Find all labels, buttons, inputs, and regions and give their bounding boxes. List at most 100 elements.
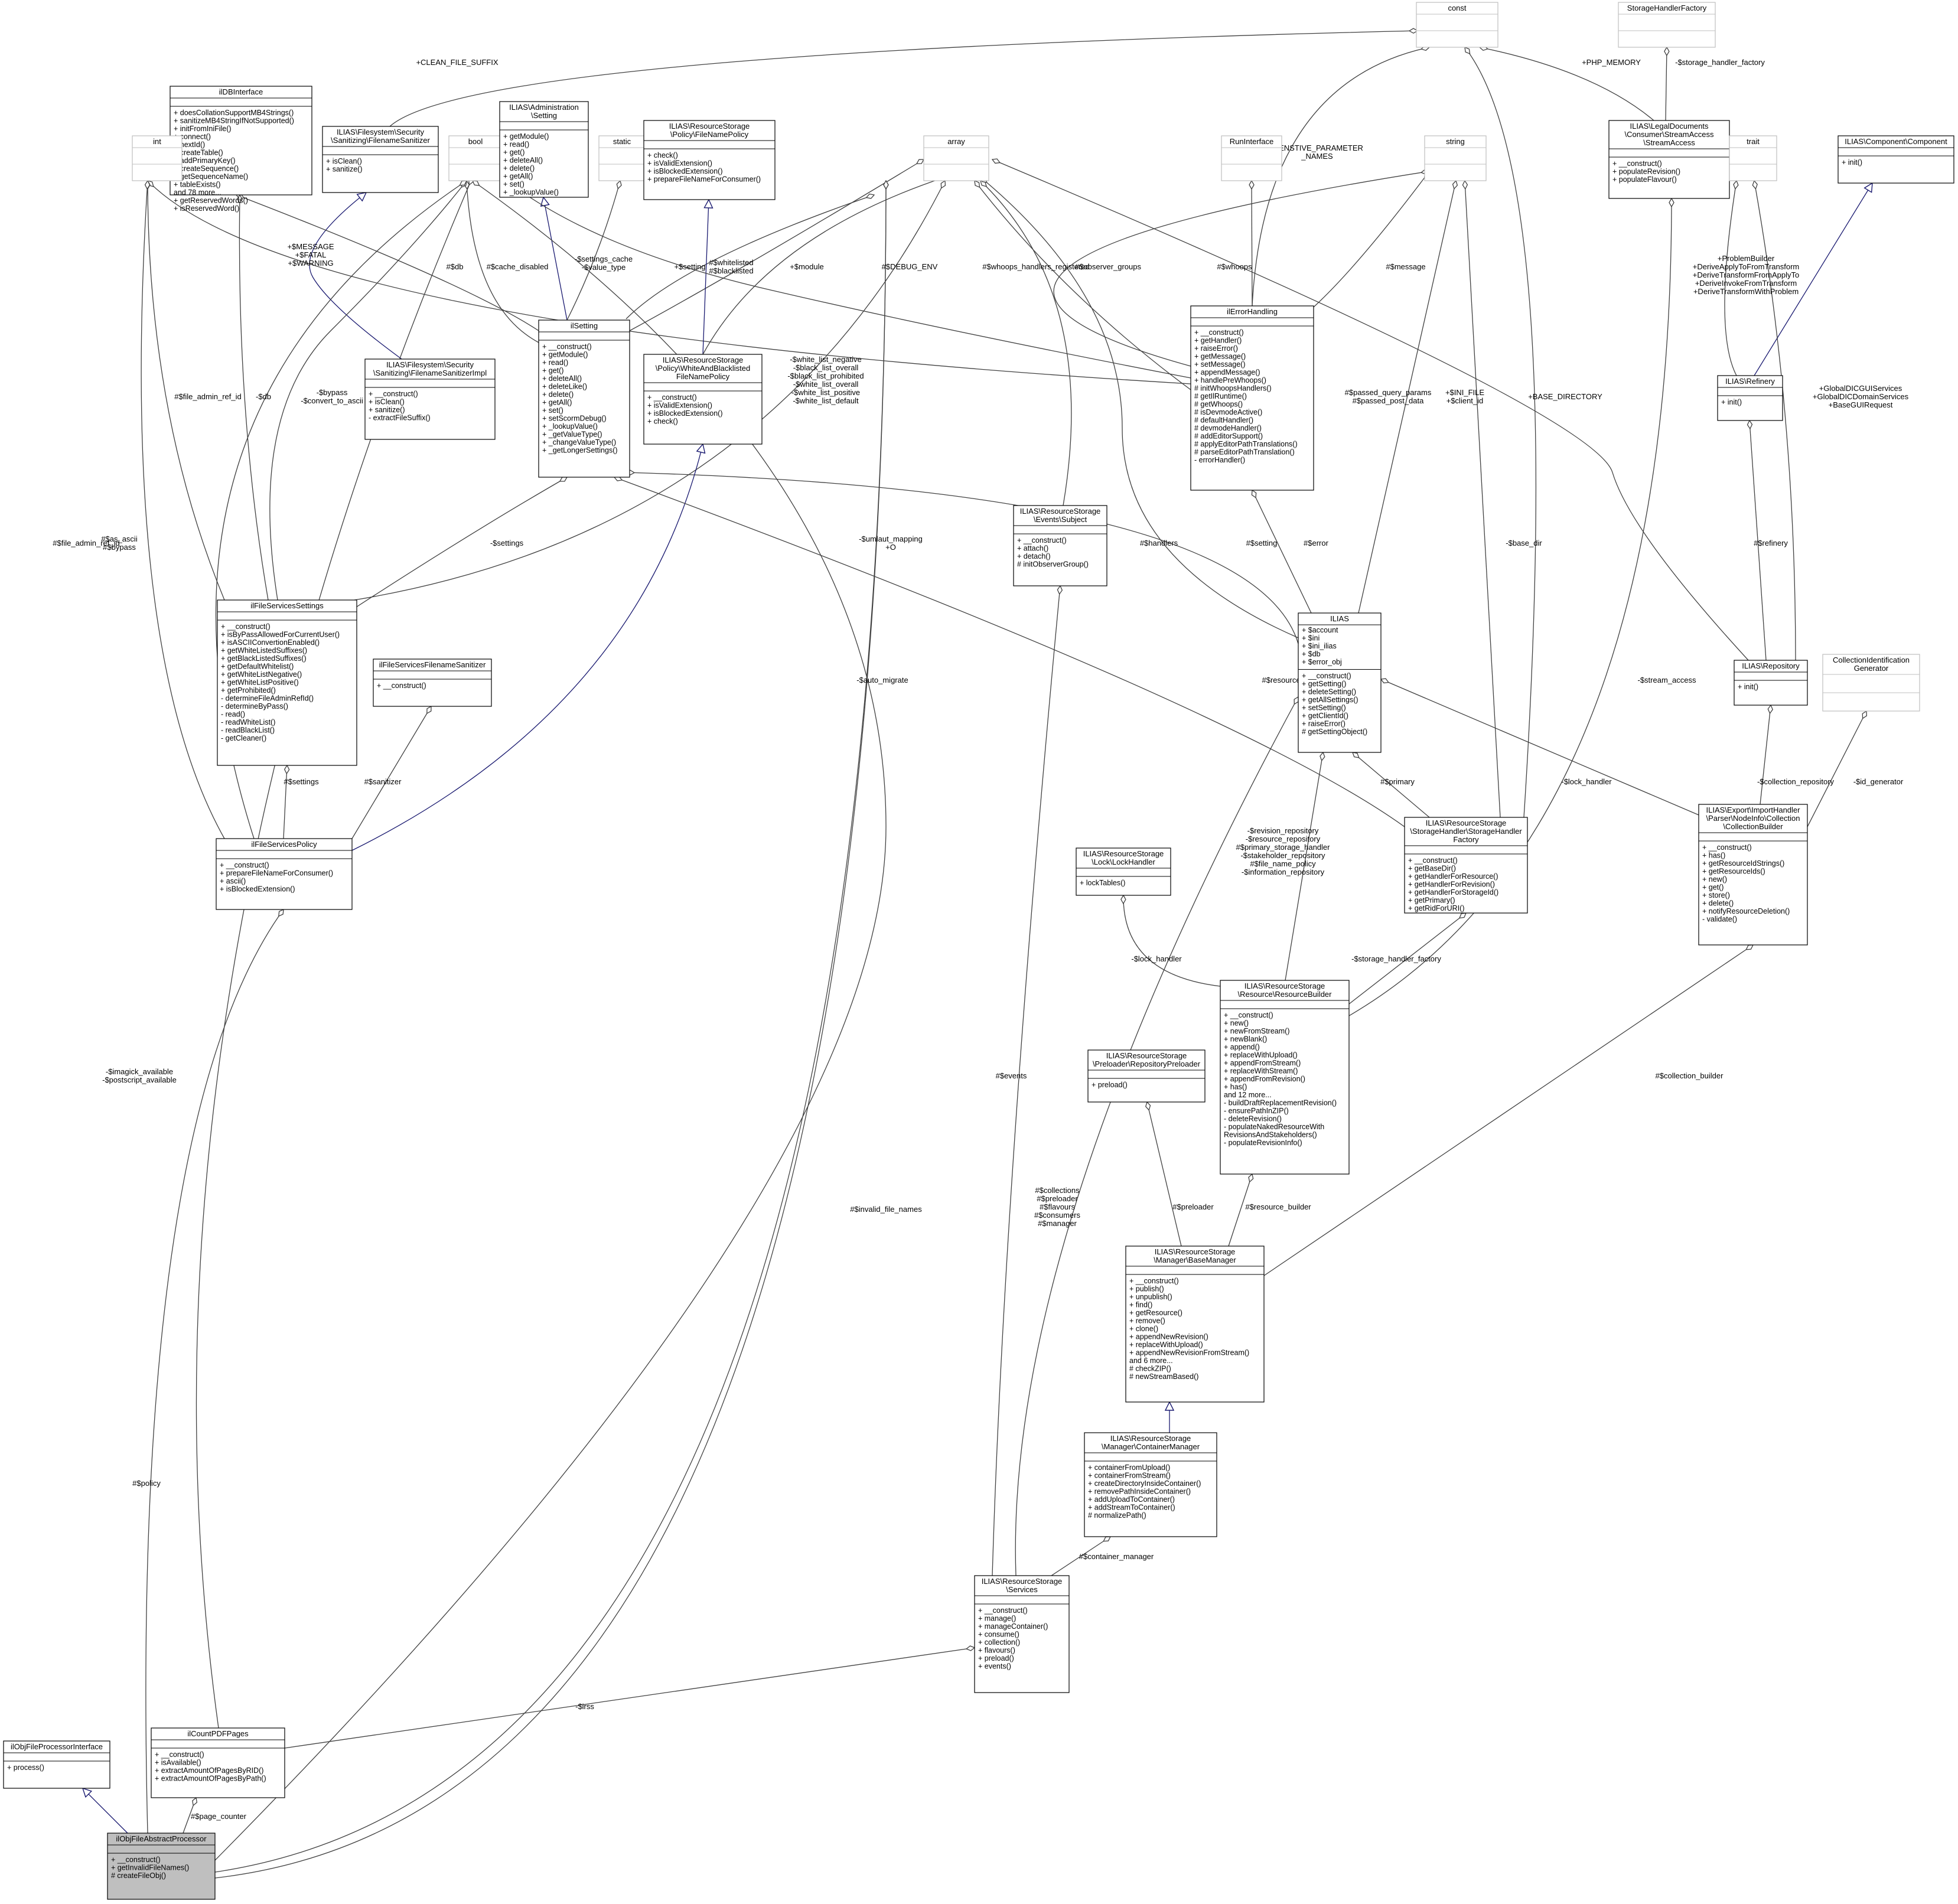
- class-box-const[interactable]: const: [1416, 2, 1498, 48]
- class-box-StreamAccess[interactable]: ILIAS\LegalDocuments\Consumer\StreamAcce…: [1608, 120, 1730, 199]
- association-ilSetting-bool: [467, 181, 539, 343]
- class-box-CollectionBuilder[interactable]: ILIAS\Export\ImportHandler\Parser\NodeIn…: [1698, 804, 1808, 946]
- class-box-RunInterface[interactable]: RunInterface: [1221, 135, 1282, 181]
- method: # getIlRuntime(): [1194, 392, 1247, 400]
- method: + getSequenceName(): [174, 172, 248, 181]
- class-box-ilDBInterface[interactable]: ilDBInterface+ doesCollationSupportMB4St…: [170, 86, 312, 213]
- method: + getHandlerForStorageId(): [1408, 888, 1498, 896]
- method: # getWhoops(): [1194, 400, 1243, 409]
- class-box-trait[interactable]: trait: [1729, 135, 1777, 181]
- class-box-ContainerManager[interactable]: ILIAS\ResourceStorage\Manager\ContainerM…: [1084, 1432, 1217, 1537]
- relation-label: #$db: [447, 262, 464, 271]
- relation-label: -$collection_repository: [1757, 777, 1835, 786]
- class-box-array[interactable]: array: [923, 135, 989, 181]
- class-name: ilErrorHandling: [1227, 307, 1278, 316]
- method: + deleteSetting(): [1302, 688, 1356, 696]
- class-name: ilFileServicesPolicy: [251, 840, 317, 849]
- method: + handlePreWhoops(): [1194, 376, 1266, 384]
- class-box-AdminSetting[interactable]: ILIAS\Administration\Setting+ getModule(…: [499, 101, 589, 198]
- class-box-ilErrorHandling[interactable]: ilErrorHandling+ __construct()+ getHandl…: [1190, 305, 1314, 491]
- relation-label: #$whitelisted#$blacklisted: [709, 258, 753, 275]
- method: + new(): [1702, 875, 1727, 883]
- class-box-EventsSubject[interactable]: ILIAS\ResourceStorage\Events\Subject+ __…: [1013, 505, 1107, 586]
- class-name: \Events\Subject: [1034, 515, 1087, 524]
- class-box-ilSetting[interactable]: ilSetting+ __construct()+ getModule()+ r…: [538, 319, 630, 478]
- class-box-bool[interactable]: bool: [448, 135, 503, 181]
- association-ResourceBuilder-LockHandler: [1123, 895, 1221, 987]
- association-ilFileServicesSettings-bool: [269, 181, 467, 601]
- relation-label: #$settings: [284, 777, 319, 786]
- relation-label: -$lock_handler: [1131, 954, 1182, 963]
- method: + init(): [1842, 158, 1862, 167]
- class-box-BaseManager[interactable]: ILIAS\ResourceStorage\Manager\BaseManage…: [1125, 1246, 1265, 1403]
- class-box-StorageHandlerFactoryRS[interactable]: ILIAS\ResourceStorage\StorageHandler\Sto…: [1404, 817, 1528, 914]
- class-name: ilObjFileAbstractProcessor: [116, 1834, 207, 1843]
- class-name: \Setting: [531, 111, 557, 120]
- method: + getClientId(): [1302, 712, 1348, 720]
- class-box-LockHandler[interactable]: ILIAS\ResourceStorage\Lock\LockHandler+ …: [1076, 847, 1171, 896]
- class-box-Repository[interactable]: ILIAS\Repository+ init(): [1734, 660, 1808, 706]
- class-box-ILIAS[interactable]: ILIAS+ $account+ $ini+ $ini_ilias+ $db+ …: [1298, 612, 1382, 753]
- attribute: + $error_obj: [1302, 658, 1342, 666]
- method: + __construct(): [1612, 159, 1662, 168]
- class-box-ilFileServicesPolicy[interactable]: ilFileServicesPolicy+ __construct()+ pre…: [216, 838, 353, 910]
- association-Repository-array: [992, 159, 1749, 661]
- class-box-ilFileServicesSettings[interactable]: ilFileServicesSettings+ __construct()+ i…: [217, 599, 357, 766]
- inheritance-ilObjFileAbstractProcessor-ilObjFileProcessorInterface: [83, 1788, 128, 1834]
- class-box-WhiteAndBlacklisted[interactable]: ILIAS\ResourceStorage\Policy\WhiteAndBla…: [643, 354, 763, 445]
- method: # initObserverGroup(): [1017, 560, 1089, 569]
- inheritance-ilFileServicesPolicy-WhiteAndBlacklisted: [351, 444, 703, 851]
- method: + containerFromStream(): [1088, 1472, 1171, 1480]
- method: + getBaseDir(): [1408, 865, 1456, 873]
- method: + getRidForURI(): [1408, 904, 1465, 912]
- class-box-FilenameSanitizerImpl[interactable]: ILIAS\Filesystem\Security\Sanitizing\Fil…: [364, 358, 496, 440]
- method: + extractAmountOfPagesByRID(): [155, 1766, 263, 1775]
- relation-label: #$policy: [132, 1479, 161, 1488]
- class-name: bool: [468, 137, 483, 146]
- method: + getHandlerForRevision(): [1408, 881, 1495, 889]
- class-box-Component[interactable]: ILIAS\Component\Component+ init(): [1838, 135, 1954, 184]
- class-box-StorageHandlerFactory[interactable]: StorageHandlerFactory: [1618, 2, 1716, 48]
- class-box-string[interactable]: string: [1424, 135, 1487, 181]
- association-ILIAS-string: [1358, 181, 1456, 614]
- relation-label: #$passed_query_params#$passed_post_data: [1345, 388, 1432, 405]
- class-box-FileNamePolicy[interactable]: ILIAS\ResourceStorage\Policy\FileNamePol…: [643, 120, 776, 200]
- class-box-int[interactable]: int: [132, 135, 183, 181]
- class-box-ilObjFileProcessorInterface[interactable]: ilObjFileProcessorInterface+ process(): [3, 1740, 110, 1789]
- relation-label: #$resource_builder: [1245, 1202, 1311, 1211]
- class-box-FilenameSanitizer[interactable]: ILIAS\Filesystem\Security\Sanitizing\Fil…: [322, 126, 439, 193]
- class-box-RepositoryPreloader[interactable]: ILIAS\ResourceStorage\Preloader\Reposito…: [1087, 1049, 1206, 1103]
- method: + preload(): [1092, 1081, 1128, 1089]
- class-name: \CollectionBuilder: [1723, 822, 1783, 831]
- class-box-static[interactable]: static: [598, 135, 646, 181]
- class-box-ResourceBuilder[interactable]: ILIAS\ResourceStorage\Resource\ResourceB…: [1220, 980, 1350, 1175]
- method: + delete(): [503, 164, 535, 172]
- class-box-ilCountPDFPages[interactable]: ilCountPDFPages+ __construct()+ isAvaila…: [151, 1727, 285, 1798]
- method: + isBlockedExtension(): [647, 167, 723, 175]
- method: + getModule(): [503, 132, 549, 141]
- method: + _lookupValue(): [542, 422, 598, 431]
- method: + appendFromStream(): [1224, 1059, 1301, 1067]
- method: + isByPassAllowedForCurrentUser(): [221, 631, 340, 639]
- method: + get(): [503, 148, 524, 157]
- method: + addStreamToContainer(): [1088, 1504, 1175, 1512]
- class-box-ilFileServicesFilenameSanitizer[interactable]: ilFileServicesFilenameSanitizer+ __const…: [373, 658, 492, 707]
- class-name: \Manager\ContainerManager: [1102, 1442, 1200, 1451]
- method: + getAllSettings(): [1302, 696, 1358, 704]
- class-name: ilFileServicesFilenameSanitizer: [379, 660, 486, 669]
- method: + store(): [1702, 891, 1730, 899]
- class-name: trait: [1747, 137, 1760, 146]
- class-box-Services[interactable]: ILIAS\ResourceStorage\Services+ __constr…: [974, 1575, 1070, 1693]
- class-box-Refinery[interactable]: ILIAS\Refinery+ init(): [1717, 375, 1783, 421]
- relation-label: +PHP_MEMORY: [1582, 58, 1641, 67]
- method: + replaceWithStream(): [1224, 1067, 1298, 1075]
- method: + __construct(): [221, 622, 271, 631]
- relation-label: #$message: [1386, 262, 1425, 271]
- method: + read(): [503, 141, 529, 149]
- class-box-ilObjFileAbstractProcessor[interactable]: ilObjFileAbstractProcessor+ __construct(…: [107, 1833, 216, 1900]
- association-CollectionBuilder-ILIAS: [1381, 679, 1699, 816]
- relation-label: #$whoops: [1217, 262, 1252, 271]
- class-name: \Sanitizing\FilenameSanitizer: [331, 136, 430, 145]
- attribute: + $account: [1302, 626, 1338, 634]
